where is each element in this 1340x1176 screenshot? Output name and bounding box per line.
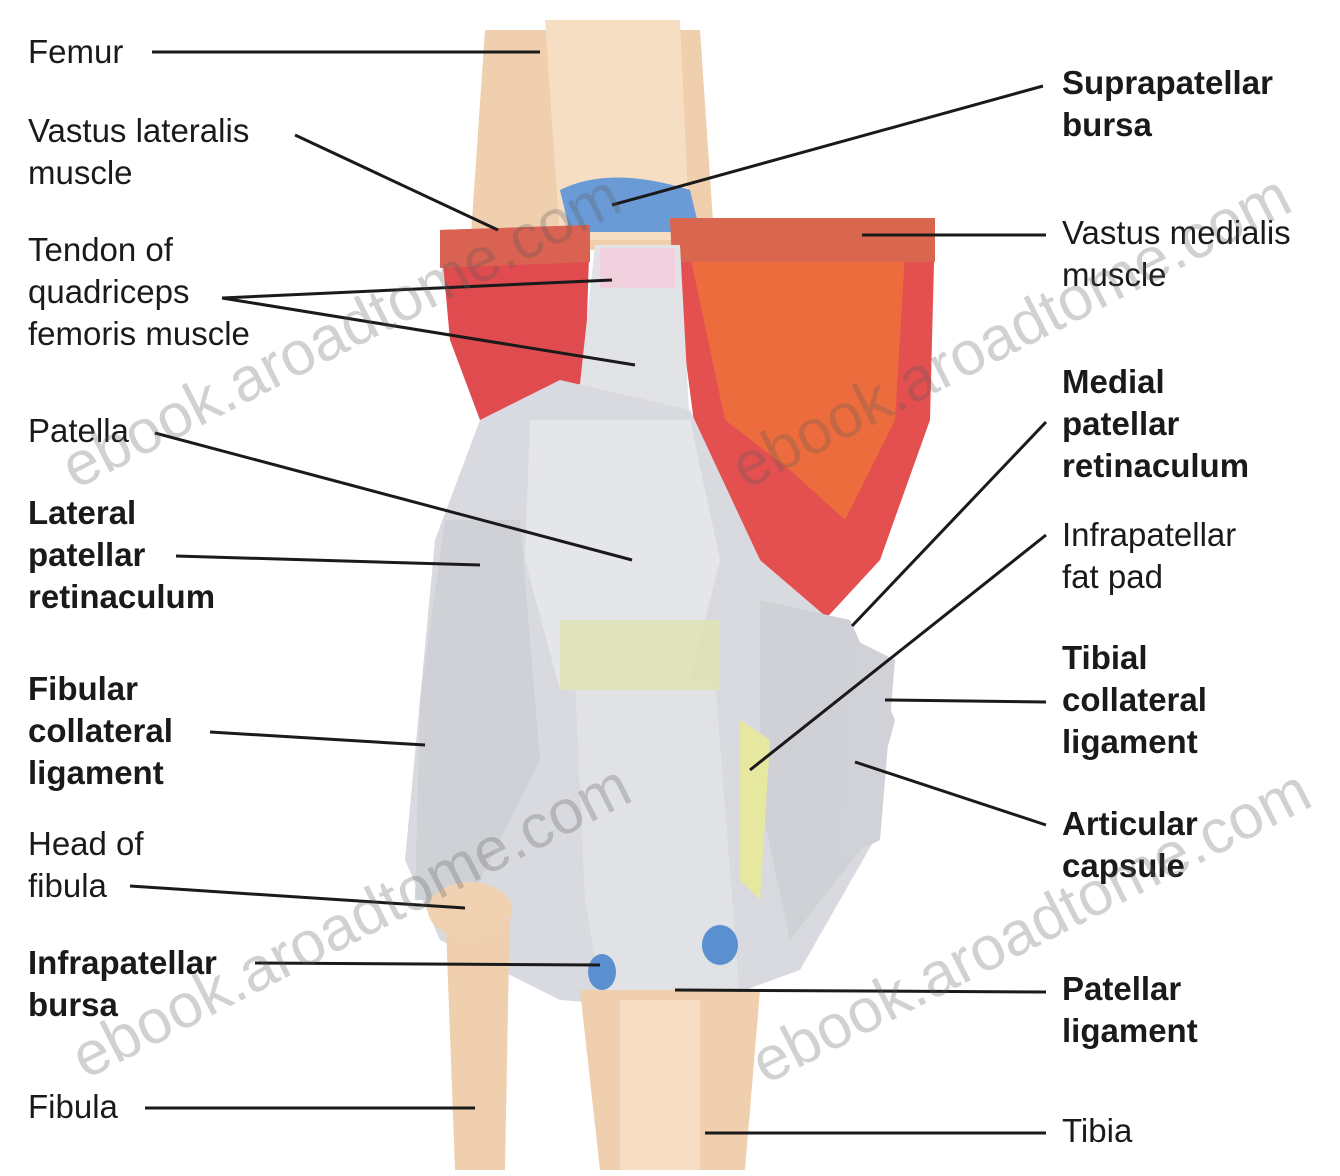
fibula-bone	[445, 900, 510, 1170]
deep-bursa-shape	[702, 925, 738, 965]
tibia-highlight	[620, 1000, 700, 1170]
label-tibia: Tibia	[1062, 1110, 1132, 1152]
quadriceps-tendon-top	[600, 248, 675, 288]
label-femur: Femur	[28, 31, 123, 73]
label-patella: Patella	[28, 410, 129, 452]
head-fibula-leader	[130, 886, 465, 908]
vastus-lateralis-leader	[295, 135, 498, 230]
vastus-lateralis-top	[440, 225, 590, 268]
infrapatellar-bursa-leader	[255, 963, 600, 965]
vastus-medialis-top	[670, 218, 935, 262]
fat-pad-band	[560, 620, 720, 690]
infrapatellar-bursa-shape	[588, 954, 616, 990]
label-fibula: Fibula	[28, 1086, 118, 1128]
tibial-collateral-leader	[885, 700, 1046, 702]
fibular-collateral-leader	[210, 732, 425, 745]
head-of-fibula-shape	[428, 882, 512, 938]
patellar-ligament-leader	[675, 990, 1046, 992]
